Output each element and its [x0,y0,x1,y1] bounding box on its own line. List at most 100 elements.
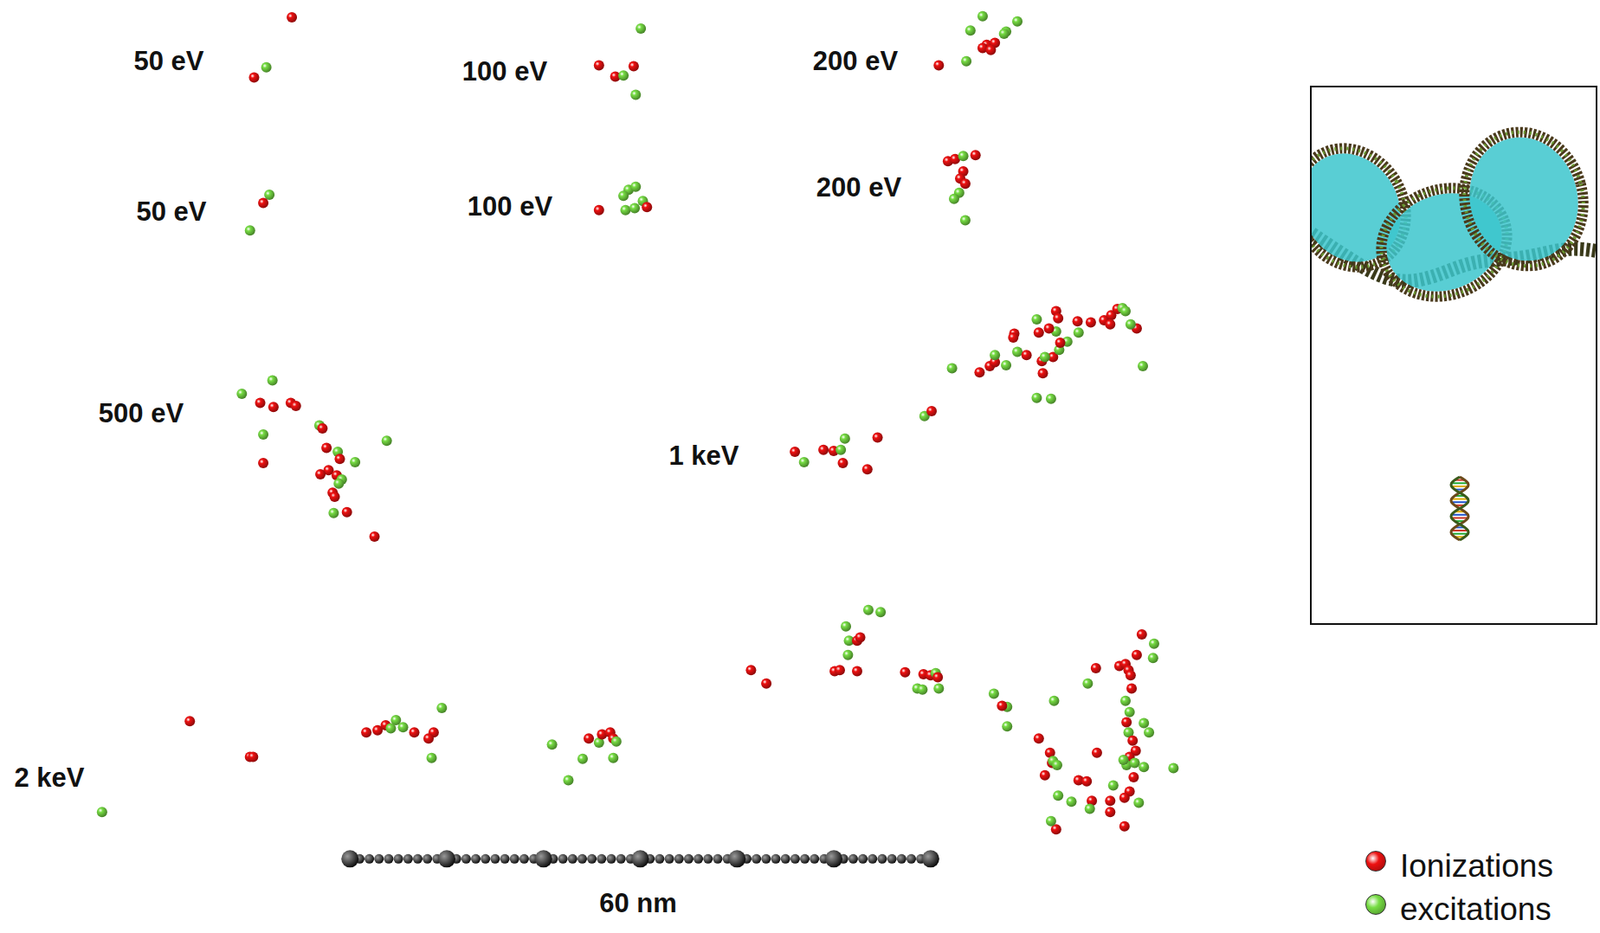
scale-bead [683,854,694,865]
ionization-dot [761,678,772,690]
base-pair [1451,482,1468,484]
excitation-dot [961,56,972,67]
ionization-dot [341,507,353,518]
legend-swatch [1365,894,1387,916]
scale-bead [470,854,481,865]
energy-label: 50 eV [135,196,207,228]
scale-bead-major [922,850,940,868]
track-dots [96,11,1180,835]
scale-bead [693,854,704,865]
scale-bead-major [341,850,359,868]
energy-label: 1 keV [668,440,739,472]
excitation-dot [426,753,438,764]
excitation-dot [1000,360,1012,371]
scale-bead [577,854,588,865]
excitation-dot [328,508,339,519]
ionization-dot [1121,716,1132,728]
scale-bead [703,854,713,865]
energy-label: 200 eV [816,172,902,204]
legend-text: excitations [1400,891,1552,929]
scale-bead [780,854,791,865]
ionization-dot [255,398,266,409]
scale-bead [383,854,394,865]
legend-text: Ionizations [1400,848,1554,885]
ionization-dot [855,632,866,644]
excitation-dot [1120,305,1131,317]
excitation-dot [381,435,393,446]
legend-swatch [1365,851,1387,872]
excitation-dot [839,433,851,445]
ionization-dot [628,61,639,72]
excitation-dot [977,11,988,22]
energy-label: 100 eV [462,56,548,88]
excitation-dot [261,62,272,73]
ionization-dot [932,672,943,684]
scale-bead [867,854,878,865]
ionization-dot [258,458,269,469]
energy-label: 50 eV [133,45,204,78]
scale-bead [809,854,820,865]
scale-bead [906,854,917,865]
ionization-dot [361,727,372,738]
excitation-dot [618,190,629,201]
excitation-dot [999,28,1010,39]
excitation-dot [1001,721,1013,732]
ionization-dot [1104,319,1116,330]
ionization-dot [960,178,971,189]
excitation-dot [863,605,874,616]
ionization-dot [851,666,863,678]
ionization-dot [1125,670,1136,681]
scale-bead [751,854,762,865]
scale-bead [422,854,433,865]
excitation-dot [947,362,958,374]
ionization-dot [268,401,279,413]
scale-bead [403,854,413,865]
scale-bead [790,854,800,865]
excitation-dot [1143,727,1155,738]
excitation-dot [619,205,631,216]
ionization-dot [834,664,846,676]
excitation-dot [1045,393,1057,405]
ionization-dot [926,406,937,417]
ionization-dot [423,733,434,744]
scale-bead [374,854,384,865]
ionization-dot [1104,806,1116,818]
scale-bead [393,854,404,865]
energy-label: 200 eV [812,45,898,78]
ionization-dot [1091,748,1103,759]
ionization-dot [818,445,829,456]
excitation-dot [1137,361,1149,372]
ionization-dot [1021,349,1033,361]
ionization-dot [1128,772,1139,783]
excitation-dot [333,478,344,490]
ionization-dot [996,701,1007,712]
scale-bead [877,854,887,865]
scale-bead-major [438,850,456,868]
excitation-dot [1012,16,1023,27]
ionization-dot [247,752,259,763]
base-pair [1451,514,1468,517]
ionization-dot [258,198,269,209]
scale-bead [596,854,607,865]
excitation-dot [1066,796,1078,807]
ionization-dot [315,469,326,480]
excitation-dot [1039,352,1051,363]
ionization-dot [329,491,341,503]
excitation-dot [1031,314,1042,325]
scale-bead [412,854,423,865]
scale-bead [490,854,500,865]
scale-bead [364,854,375,865]
scale-bead [461,854,471,865]
scale-bead [654,854,665,865]
energy-label: 100 eV [467,191,553,223]
excitation-dot [948,193,960,205]
excitation-dot [562,775,574,787]
ionization-dot [334,453,345,465]
scale-bead [509,854,520,865]
ionization-dot [974,367,985,378]
excitation-dot [989,349,1000,361]
excitation-dot [875,606,886,618]
ionization-dot [1136,629,1148,640]
base-pair [1451,516,1468,519]
scale-bead [616,854,626,865]
